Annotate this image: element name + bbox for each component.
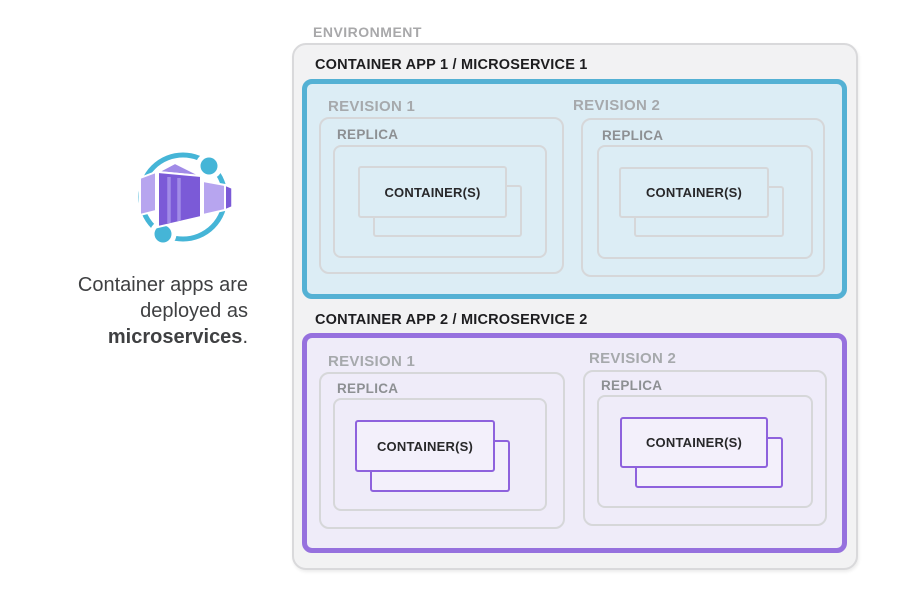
- container-app-1-title: CONTAINER APP 1 / MICROSERVICE 1: [315, 57, 588, 73]
- caption-line-1: Container apps are: [77, 274, 248, 296]
- caption-line-3: microservices.: [107, 326, 248, 348]
- container-label: CONTAINER(S): [645, 185, 743, 200]
- container-app-1-box: REVISION 1 REPLICA CONTAINER(S) REVISION…: [302, 79, 847, 299]
- container-label: CONTAINER(S): [645, 435, 743, 450]
- app2-revision-1-label: REVISION 1: [328, 353, 416, 370]
- app1-revision-1-label: REVISION 1: [328, 98, 416, 115]
- container-app-2-box: REVISION 1 REPLICA CONTAINER(S) REVISION…: [302, 333, 847, 553]
- app2-revision-1-replica-box: CONTAINER(S): [333, 398, 547, 511]
- container-label: CONTAINER(S): [376, 438, 474, 454]
- icon-dot: [200, 157, 218, 175]
- container-card-front: CONTAINER(S): [355, 420, 495, 472]
- app2-revision-1-replica-label: REPLICA: [337, 381, 399, 396]
- container-app-2-title: CONTAINER APP 2 / MICROSERVICE 2: [315, 312, 588, 328]
- app1-revision-1-replica-box: CONTAINER(S): [333, 145, 547, 258]
- container-card-front: CONTAINER(S): [620, 417, 768, 468]
- container-card-front: CONTAINER(S): [619, 167, 769, 218]
- icon-dot: [154, 225, 172, 243]
- app1-revision-1-box: REPLICA CONTAINER(S): [319, 117, 564, 274]
- icon-right-box-front: [202, 179, 226, 217]
- container-apps-icon: [138, 152, 233, 247]
- icon-right-box-side: [224, 183, 233, 212]
- app1-revision-2-replica-box: CONTAINER(S): [597, 145, 813, 259]
- app1-revision-1-replica-label: REPLICA: [337, 127, 399, 142]
- environment-label: ENVIRONMENT: [313, 24, 422, 40]
- app1-revision-2-replica-label: REPLICA: [602, 128, 664, 143]
- app2-revision-2-label: REVISION 2: [589, 350, 677, 367]
- app2-revision-2-replica-label: REPLICA: [601, 378, 663, 393]
- app1-revision-2-label: REVISION 2: [573, 97, 661, 114]
- caption: Container apps are deployed as microserv…: [30, 272, 248, 350]
- icon-left-slab: [139, 170, 157, 217]
- app2-revision-1-box: REPLICA CONTAINER(S): [319, 372, 565, 529]
- caption-bold-text: microservices: [107, 326, 243, 348]
- app1-revision-2-box: REPLICA CONTAINER(S): [581, 118, 825, 277]
- app2-revision-2-box: REPLICA CONTAINER(S): [583, 370, 827, 526]
- container-label: CONTAINER(S): [384, 184, 481, 200]
- app2-revision-2-replica-box: CONTAINER(S): [597, 395, 813, 508]
- caption-line-2: deployed as: [140, 300, 248, 322]
- container-card-front: CONTAINER(S): [358, 166, 507, 218]
